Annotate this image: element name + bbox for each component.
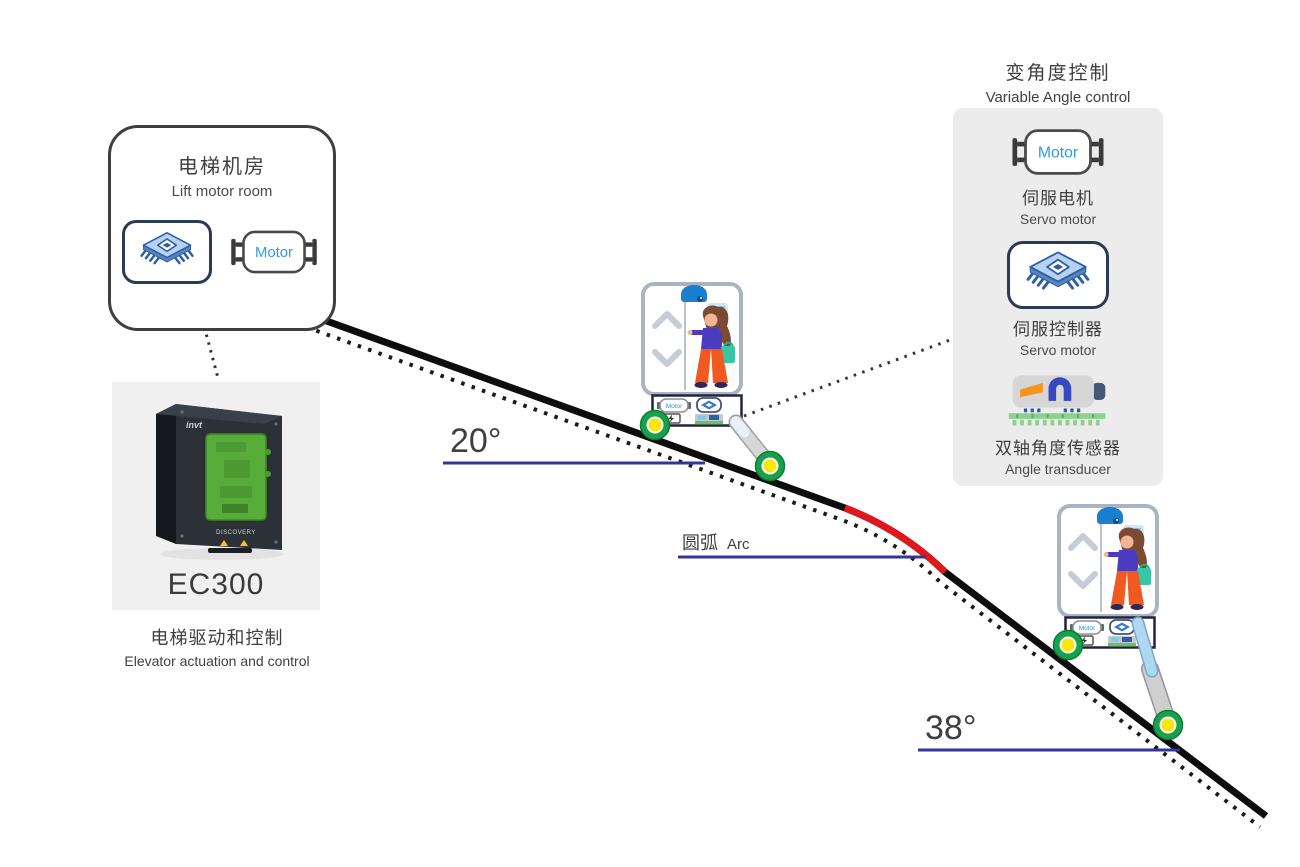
- arc-label-zh: 圆弧: [682, 533, 718, 553]
- ec300-brand-text: invt: [186, 420, 203, 430]
- mini-motor-icon: Motor: [1070, 620, 1104, 635]
- ec300-caption: 电梯驱动和控制 Elevator actuation and control: [92, 624, 342, 669]
- mini-motor-icon: Motor: [657, 398, 691, 413]
- ec300-caption-en: Elevator actuation and control: [124, 653, 310, 669]
- variable-angle-title: 变角度控制 Variable Angle control: [953, 58, 1163, 106]
- controller-chip-frame: [122, 220, 212, 284]
- arc-segment-red: [843, 504, 948, 575]
- carriage-unit-illustration: Motor: [651, 394, 743, 427]
- angle-transducer-icon: [1008, 375, 1106, 426]
- servo-motor-zh: 伺服电机: [1022, 189, 1094, 208]
- elevator-car-illustration: [1057, 504, 1159, 618]
- servo-controller-chip-icon: [1026, 251, 1090, 290]
- ec300-series-text: DISCOVERY: [216, 530, 256, 536]
- chip-icon: [140, 232, 194, 265]
- wheel: [1152, 709, 1184, 741]
- lift-motor-room-title-zh: 电梯机房: [178, 156, 266, 178]
- servo-motor-icon: Motor: [1012, 129, 1104, 175]
- mini-chip-icon: [1109, 619, 1135, 635]
- servo-controller-chip-frame: [1007, 241, 1109, 309]
- motor-icon: Motor: [231, 230, 317, 274]
- mini-power-icon: [662, 413, 681, 424]
- ec300-cabinet-illustration: invt DISCOVERY: [156, 404, 284, 560]
- mini-power-icon: [1075, 635, 1094, 646]
- connector-carriage-to-panel: [743, 338, 951, 418]
- motor-label: Motor: [255, 245, 293, 261]
- hydraulic-actuator-upper: [728, 414, 776, 470]
- elevator-car-lower: [1057, 504, 1159, 618]
- arc-label: 圆弧 Arc: [682, 529, 750, 555]
- svg-text:Motor: Motor: [666, 403, 683, 410]
- elevator-car-illustration: [641, 282, 743, 396]
- ec300-caption-zh: 电梯驱动和控制: [150, 628, 284, 648]
- mini-chip-icon: [696, 397, 722, 413]
- machine-room-icons: Motor: [122, 220, 322, 284]
- lift-motor-room-box: 电梯机房 Lift motor room: [108, 125, 336, 331]
- ec300-model-label: EC300: [167, 568, 265, 601]
- elevator-car-upper: [641, 282, 743, 396]
- carriage-unit-lower: Motor: [1064, 616, 1156, 649]
- servo-motor-label: Motor: [1038, 145, 1078, 162]
- variable-angle-title-en: Variable Angle control: [985, 89, 1131, 106]
- mini-sensor-icon: [695, 414, 723, 425]
- angle-transducer-zh: 双轴角度传感器: [995, 439, 1121, 458]
- angle-label-38: 38°: [925, 709, 977, 747]
- servo-motor-en: Servo motor: [1019, 211, 1097, 227]
- ceiling-camera-icon: [681, 285, 707, 302]
- variable-angle-title-zh: 变角度控制: [1005, 63, 1111, 84]
- variable-angle-panel: Motor 伺服电机 Servo motor 伺服控制器 Servo motor: [953, 108, 1163, 486]
- angle-transducer-en: Angle transducer: [1005, 461, 1111, 477]
- servo-controller-zh: 伺服控制器: [1013, 320, 1103, 339]
- wheel: [754, 450, 786, 482]
- carriage-unit-illustration: Motor: [1064, 616, 1156, 649]
- lift-motor-room-title-en: Lift motor room: [171, 183, 273, 200]
- angle-label-20: 20°: [450, 422, 502, 460]
- arc-label-en: Arc: [727, 536, 750, 553]
- ec300-panel: invt DISCOVERY EC300: [112, 382, 320, 610]
- servo-controller-en: Servo motor: [1019, 342, 1097, 358]
- carriage-unit-upper: Motor: [651, 394, 743, 427]
- svg-text:Motor: Motor: [1079, 625, 1096, 632]
- mini-sensor-icon: [1108, 636, 1136, 647]
